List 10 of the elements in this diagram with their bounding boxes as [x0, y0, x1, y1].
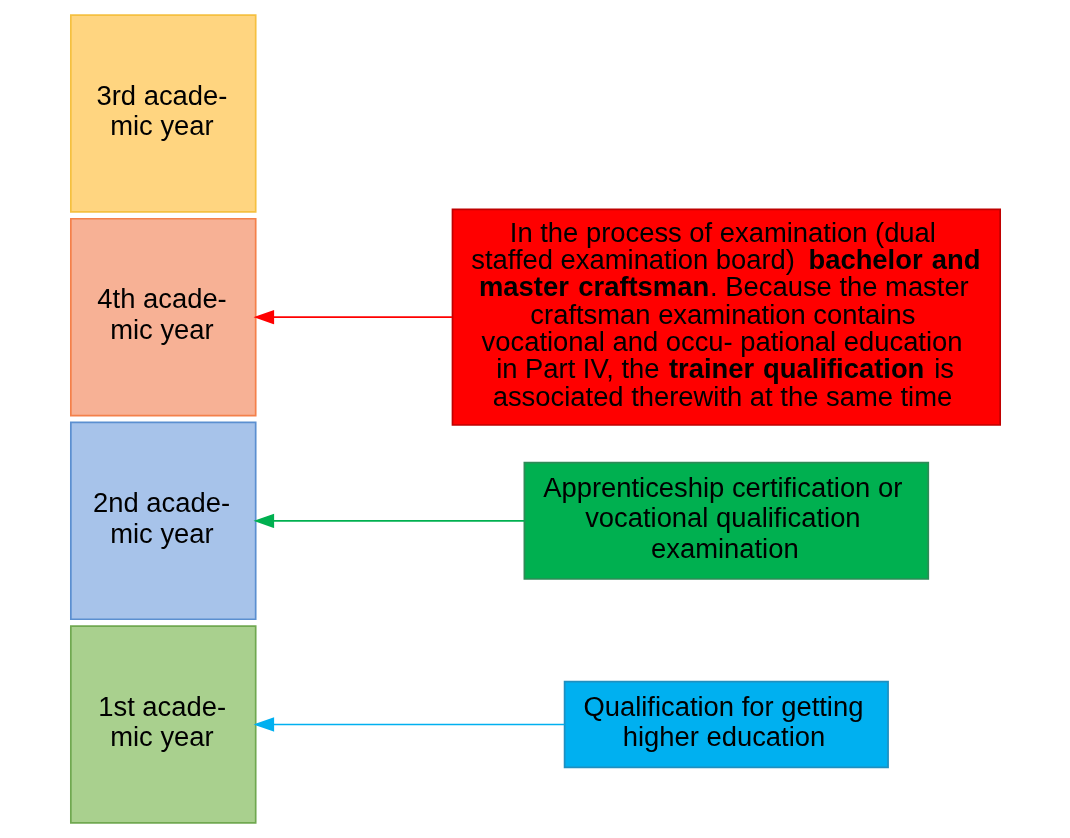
arrow — [253, 513, 525, 529]
node-box: Apprenticeship certification or vocational qualification examination — [523, 461, 929, 580]
node-box: In the process of examination (dual staffed examination board) bachelor and master craftsman. Because the master craftsman examination contains vocational and occu- pational education in Part IV, the trainer qualification is associated therewith at the same time — [451, 208, 1001, 426]
node-box: 1st acade- mic year — [69, 625, 257, 824]
arrow — [253, 309, 453, 325]
node-box: 4th acade- mic year — [69, 217, 257, 417]
node-box: Qualification for getting higher education — [563, 680, 889, 769]
node-box: 3rd acade- mic year — [69, 14, 257, 213]
arrow — [253, 717, 565, 732]
node-box: 2nd acade- mic year — [69, 421, 257, 621]
